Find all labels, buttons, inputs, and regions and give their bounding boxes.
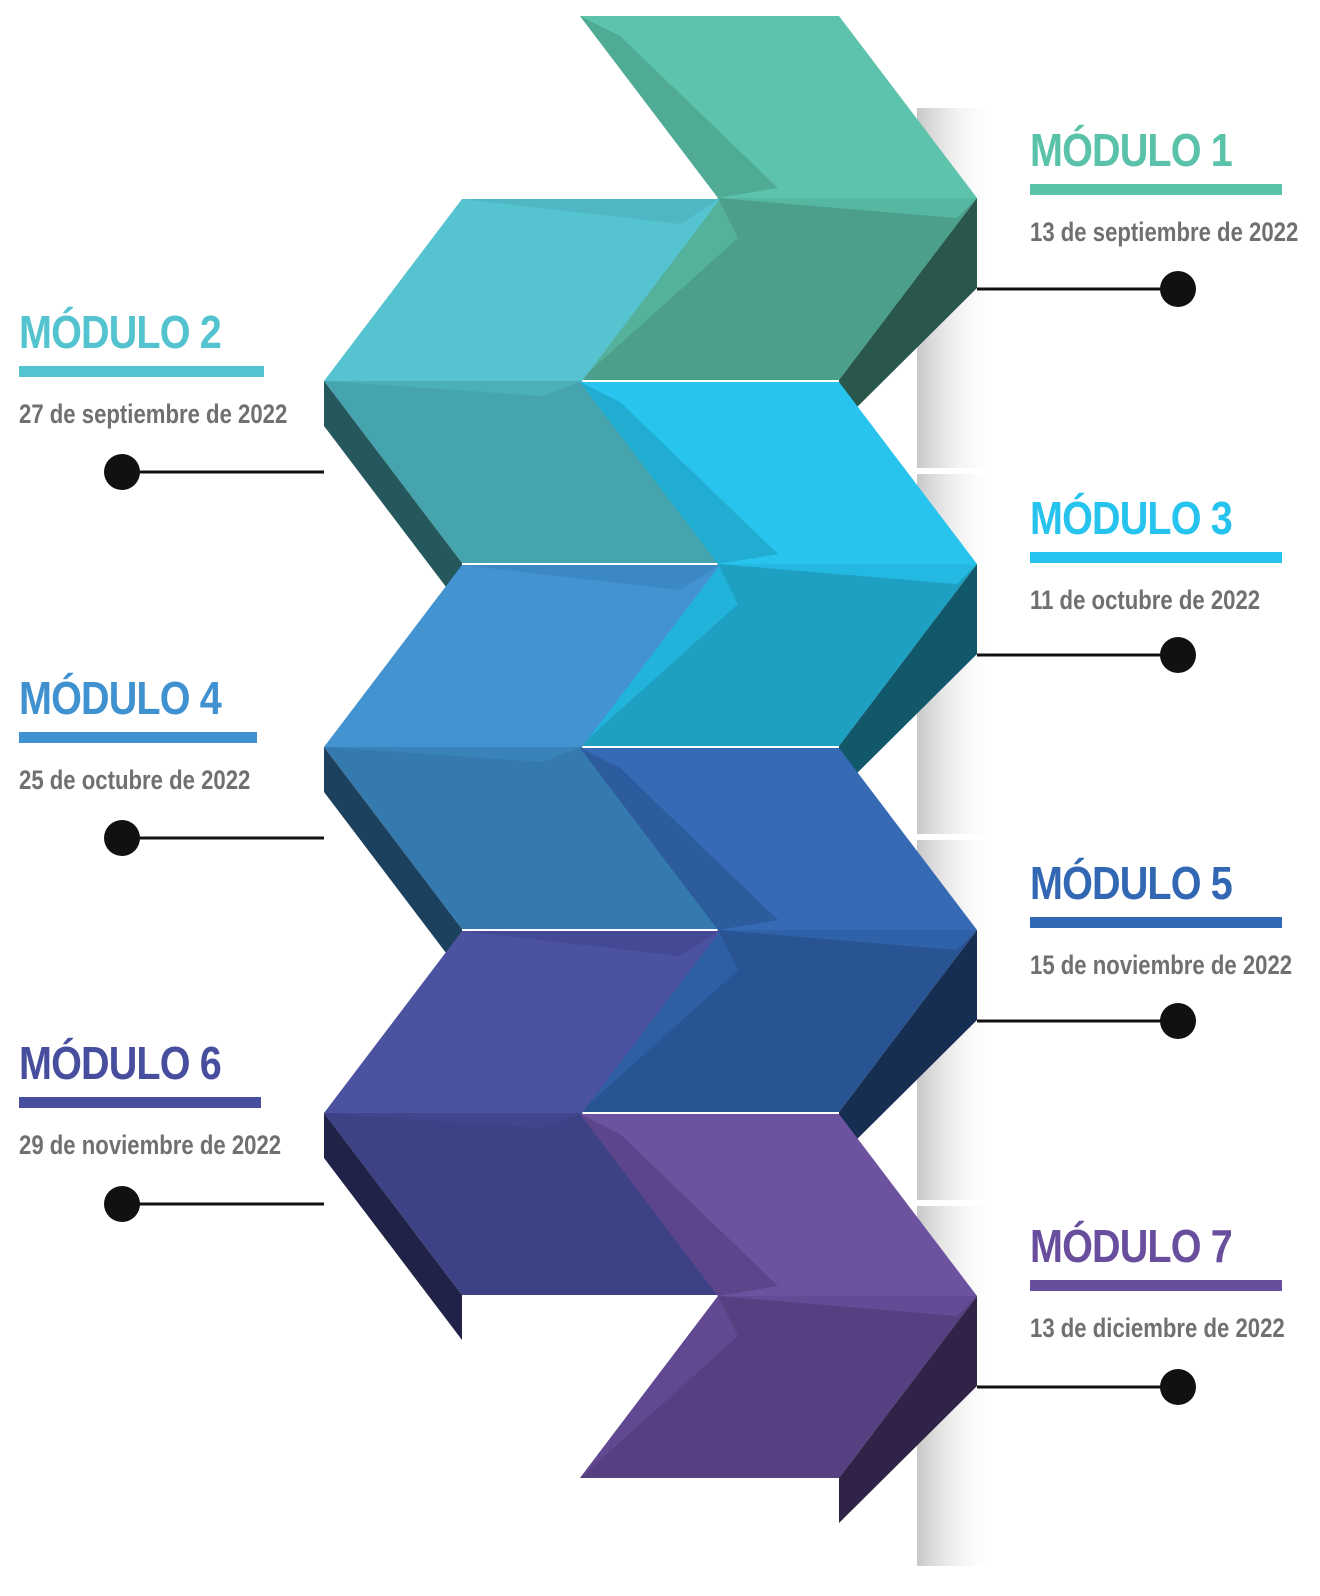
connector-dot-1 bbox=[1160, 271, 1196, 307]
chevron-inner-facet bbox=[580, 930, 738, 1112]
module-3-date: 11 de octubre de 2022 bbox=[1030, 585, 1261, 615]
chevron-side-face bbox=[324, 381, 462, 608]
module-7-bar bbox=[1030, 1280, 1282, 1291]
module-4-title: MÓDULO 4 bbox=[19, 672, 222, 724]
chevron-top-face bbox=[324, 931, 720, 1113]
chevron-inner-facet bbox=[324, 747, 582, 762]
module-2-title: MÓDULO 2 bbox=[19, 306, 222, 358]
module-6-title: MÓDULO 6 bbox=[19, 1037, 222, 1089]
module-6-label: MÓDULO 6 29 de noviembre de 2022 bbox=[19, 1037, 319, 1161]
chevron-highlight-facet bbox=[462, 199, 720, 224]
chevron-inner-facet bbox=[580, 1296, 738, 1478]
module-6-date: 29 de noviembre de 2022 bbox=[19, 1130, 282, 1160]
chevron-inner-facet bbox=[324, 1113, 582, 1128]
chevron-bottom-face bbox=[580, 930, 977, 1112]
chevron-inner-facet bbox=[324, 381, 582, 396]
chevron-top-face bbox=[580, 748, 977, 930]
connector-dot-7 bbox=[1160, 1369, 1196, 1405]
module-5-date: 15 de noviembre de 2022 bbox=[1030, 950, 1293, 980]
chevron-module-3 bbox=[580, 382, 977, 791]
chevron-top-face bbox=[580, 382, 977, 564]
chevron-top-face bbox=[580, 16, 977, 198]
chevron-side-face bbox=[839, 1296, 977, 1523]
chevron-left-facet bbox=[580, 748, 778, 930]
connector-dot-5 bbox=[1160, 1003, 1196, 1039]
chevron-top-face bbox=[580, 1114, 977, 1296]
module-3-title: MÓDULO 3 bbox=[1030, 492, 1233, 544]
chevron-module-4 bbox=[324, 565, 720, 974]
module-4-bar bbox=[19, 732, 257, 743]
chevron-bottom-face bbox=[324, 1113, 720, 1295]
module-7-title: MÓDULO 7 bbox=[1030, 1220, 1233, 1272]
module-4-label: MÓDULO 4 25 de octubre de 2022 bbox=[19, 672, 319, 796]
chevron-bottom-face bbox=[580, 564, 977, 746]
module-6-bar bbox=[19, 1097, 261, 1108]
chevron-top-face bbox=[324, 199, 720, 381]
chevron-highlight-facet bbox=[718, 1296, 977, 1316]
chevron-highlight-facet bbox=[462, 565, 720, 590]
module-5-title: MÓDULO 5 bbox=[1030, 857, 1233, 909]
module-1-title: MÓDULO 1 bbox=[1030, 124, 1233, 176]
module-2-date: 27 de septiembre de 2022 bbox=[19, 399, 288, 429]
chevron-highlight-facet bbox=[462, 931, 720, 956]
chevron-side-face bbox=[839, 198, 977, 425]
chevron-highlight-facet bbox=[718, 564, 977, 584]
chevron-bottom-face bbox=[580, 198, 977, 380]
chevron-module-2 bbox=[324, 199, 720, 608]
module-5-bar bbox=[1030, 917, 1282, 928]
module-2-bar bbox=[19, 366, 264, 377]
chevron-inner-facet bbox=[580, 564, 738, 746]
module-1-label: MÓDULO 1 13 de septiembre de 2022 bbox=[1030, 124, 1320, 248]
chevron-stack bbox=[324, 16, 977, 1523]
chevron-bottom-face bbox=[324, 747, 720, 929]
chevron-module-5 bbox=[580, 748, 977, 1157]
module-4-date: 25 de octubre de 2022 bbox=[19, 765, 251, 795]
connector-dot-3 bbox=[1160, 637, 1196, 673]
chevron-bottom-face bbox=[580, 1296, 977, 1478]
module-3-bar bbox=[1030, 552, 1282, 563]
module-7-label: MÓDULO 7 13 de diciembre de 2022 bbox=[1030, 1220, 1320, 1344]
chevron-side-face bbox=[839, 930, 977, 1157]
connector-lines bbox=[104, 271, 1196, 1405]
chevron-module-6 bbox=[324, 931, 720, 1340]
chevron-module-1 bbox=[580, 16, 977, 425]
module-3-label: MÓDULO 3 11 de octubre de 2022 bbox=[1030, 492, 1320, 616]
chevron-top-face bbox=[324, 565, 720, 747]
chevron-left-facet bbox=[580, 1114, 778, 1296]
module-5-label: MÓDULO 5 15 de noviembre de 2022 bbox=[1030, 857, 1320, 981]
chevron-module-7 bbox=[580, 1114, 977, 1523]
module-1-date: 13 de septiembre de 2022 bbox=[1030, 217, 1299, 247]
connector-dot-2 bbox=[104, 454, 140, 490]
chevron-highlight-facet bbox=[718, 198, 977, 218]
module-7-date: 13 de diciembre de 2022 bbox=[1030, 1313, 1285, 1343]
chevron-left-facet bbox=[580, 16, 778, 198]
chevron-side-face bbox=[324, 1113, 462, 1340]
chevron-side-face bbox=[324, 747, 462, 974]
module-1-bar bbox=[1030, 184, 1282, 195]
connector-dot-6 bbox=[104, 1186, 140, 1222]
chevron-inner-facet bbox=[580, 198, 738, 380]
connector-dot-4 bbox=[104, 820, 140, 856]
chevron-highlight-facet bbox=[718, 930, 977, 950]
module-2-label: MÓDULO 2 27 de septiembre de 2022 bbox=[19, 306, 319, 430]
chevron-side-face bbox=[839, 564, 977, 791]
chevron-bottom-face bbox=[324, 381, 720, 563]
chevron-left-facet bbox=[580, 382, 778, 564]
